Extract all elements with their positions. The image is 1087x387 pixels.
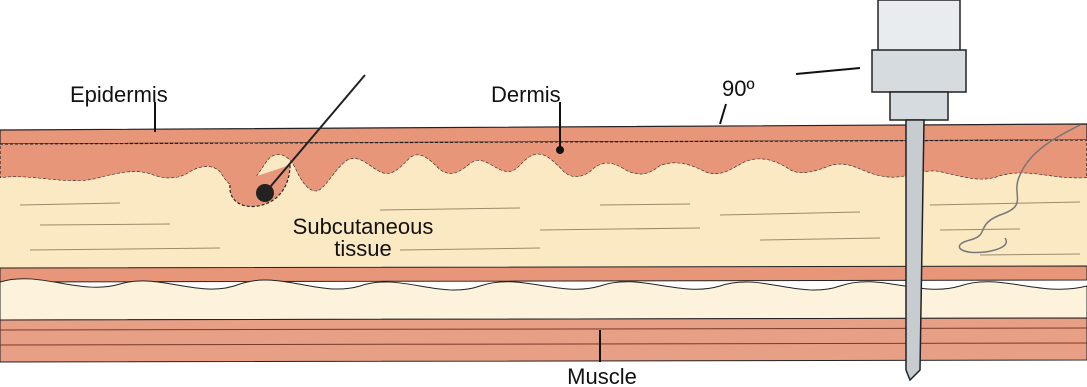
dermis-label: Dermis (491, 84, 561, 106)
fat-lobules (0, 279, 1087, 320)
angle-label: 90º (722, 78, 755, 100)
muscle-layer (0, 318, 1087, 362)
subcutaneous-label-line1: Subcutaneous (293, 216, 434, 238)
muscle-label: Muscle (567, 366, 637, 387)
subcutaneous-label-line2: tissue (334, 238, 391, 260)
epidermis-label: Epidermis (70, 84, 168, 106)
deep-vessel-band (0, 266, 1087, 282)
